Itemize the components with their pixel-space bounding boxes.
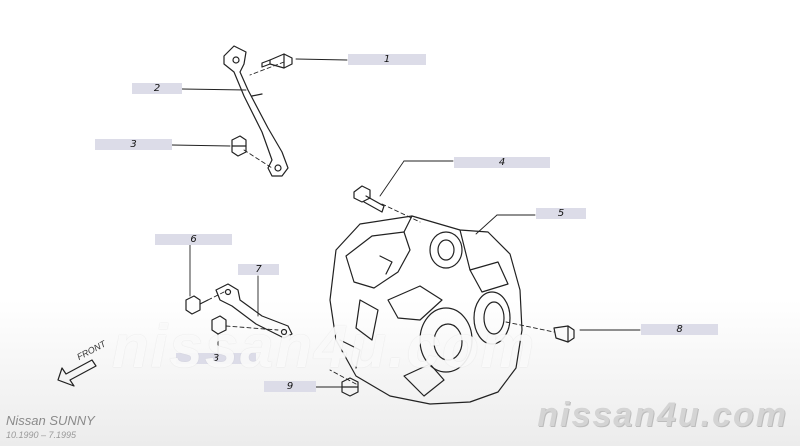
callout-9[interactable]: 9 [264, 381, 316, 392]
callout-7[interactable]: 7 [238, 264, 279, 275]
callout-3-lower[interactable]: 3 [176, 353, 256, 364]
callout-8[interactable]: 8 [641, 324, 718, 335]
watermark-brand: nissan4u.com [537, 396, 788, 434]
model-name: Nissan SUNNY [6, 413, 95, 428]
bolt-part-3-lower[interactable] [211, 315, 227, 335]
stay-bracket-part-2[interactable] [223, 45, 289, 177]
callout-4[interactable]: 4 [454, 157, 550, 168]
bolt-part-3-upper[interactable] [231, 135, 247, 157]
callout-3-upper[interactable]: 3 [95, 139, 172, 150]
bolt-part-1[interactable] [261, 53, 293, 69]
model-years: 10.1990 – 7.1995 [6, 430, 77, 440]
stay-bracket-part-7[interactable] [215, 283, 293, 339]
callout-5[interactable]: 5 [536, 208, 586, 219]
callout-2[interactable]: 2 [132, 83, 182, 94]
transmission-housing-part-5[interactable] [329, 215, 523, 405]
bolt-part-9[interactable] [341, 377, 359, 397]
callout-1[interactable]: 1 [348, 54, 426, 65]
leader-lines [171, 58, 641, 388]
bolt-part-6[interactable] [185, 295, 209, 315]
dashed-guides [207, 61, 555, 385]
watermark-center: nissan4u.com [112, 313, 537, 380]
bolt-part-8[interactable] [553, 325, 575, 343]
callout-6[interactable]: 6 [155, 234, 232, 245]
front-arrow-icon [57, 359, 97, 387]
bolt-part-4[interactable] [353, 185, 385, 213]
